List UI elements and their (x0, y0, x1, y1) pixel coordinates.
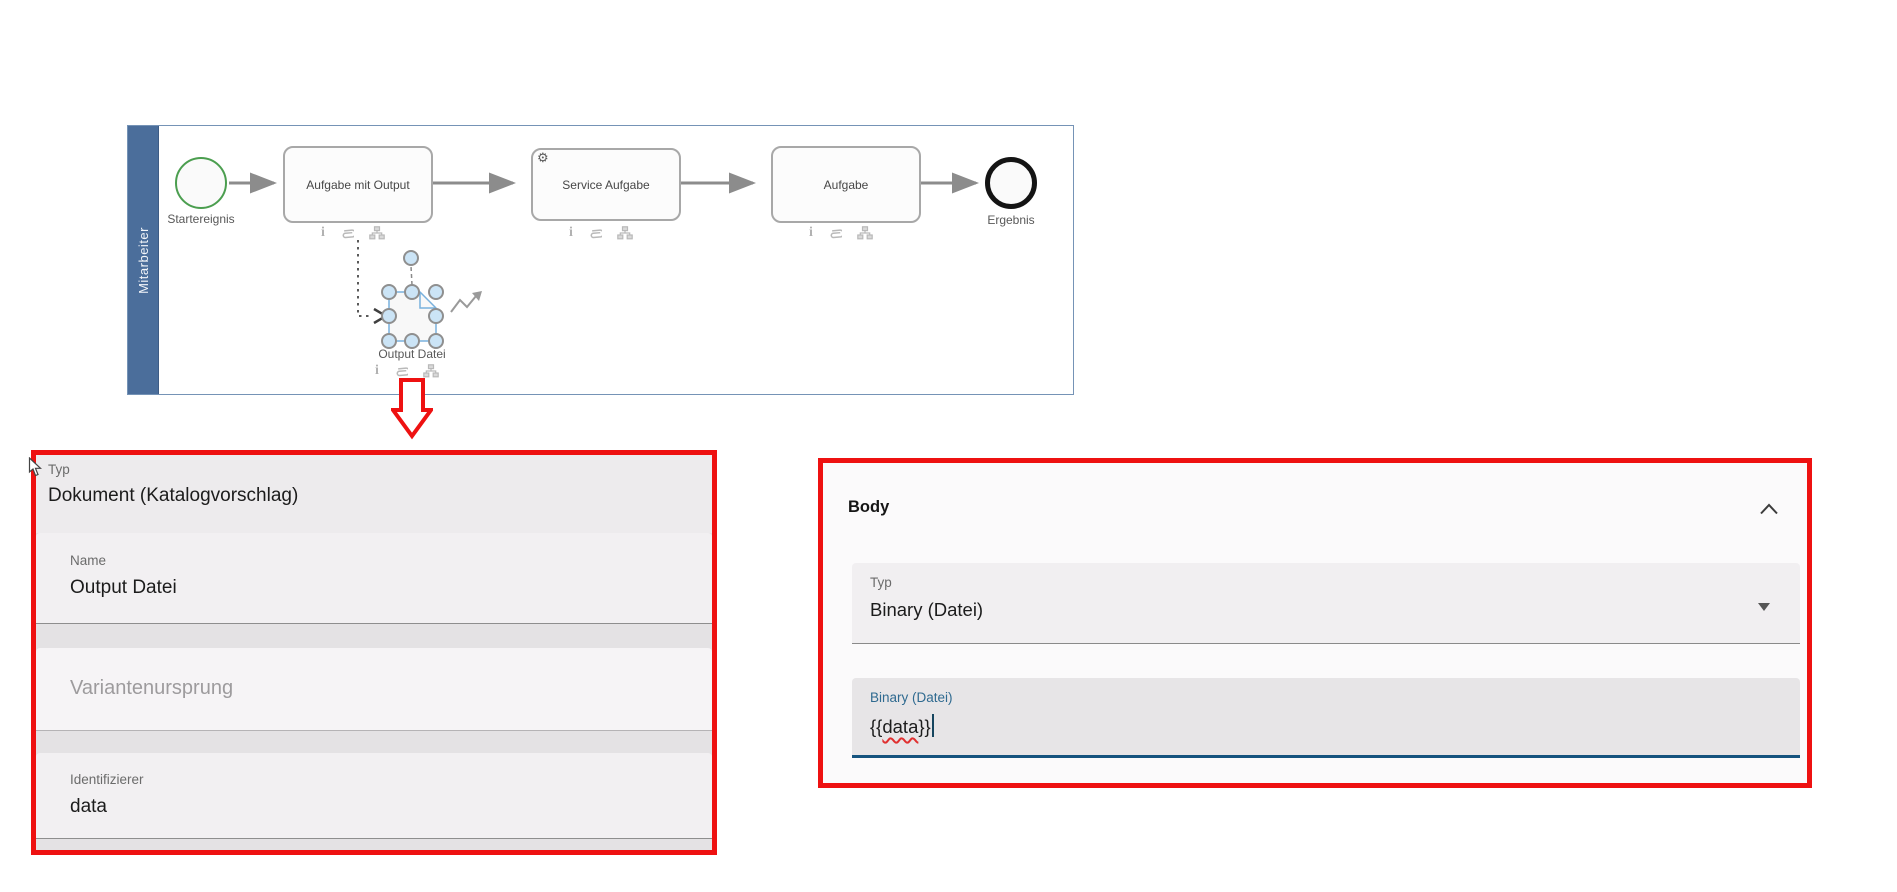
task-aufgabe-mit-output[interactable]: Aufgabe mit Output (283, 146, 433, 223)
task-service-aufgabe[interactable]: Service Aufgabe (531, 148, 681, 221)
attachment-icon (396, 366, 408, 376)
body-typ-value: Binary (Datei) (870, 599, 984, 620)
info-icon: i (809, 225, 813, 240)
selection-handle-floating[interactable] (403, 250, 419, 266)
identifier-field-label: Identifizierer (70, 772, 144, 787)
data-object-label: Output Datei (378, 347, 446, 361)
typ-field-value: Dokument (Katalogvorschlag) (48, 485, 299, 506)
selection-handles[interactable] (381, 250, 444, 349)
selection-handle-w[interactable] (381, 308, 397, 324)
body-section-panel: Body Typ Binary (Datei) Binary (Datei) {… (818, 458, 1812, 788)
attachment-icon (590, 228, 602, 238)
name-field-value: Output Datei (70, 577, 177, 598)
connect-tool-arrowhead (472, 291, 482, 301)
text-caret (931, 714, 934, 737)
end-event[interactable] (985, 157, 1037, 209)
body-section-title: Body (848, 498, 890, 516)
hierarchy-icon (369, 226, 385, 240)
data-association[interactable] (357, 240, 372, 317)
selection-handle-e[interactable] (428, 308, 444, 324)
body-typ-select[interactable]: Typ Binary (Datei) (852, 563, 1800, 644)
start-event-label: Startereignis (167, 212, 235, 226)
misspelled-token: data (882, 716, 919, 737)
variant-origin-field[interactable]: Variantenursprung (36, 648, 712, 731)
body-binary-input[interactable]: Binary (Datei) {{data}} (852, 678, 1800, 758)
red-annotation-arrow (391, 378, 433, 440)
selection-handle-sw[interactable] (381, 333, 397, 349)
selection-handle-se[interactable] (428, 333, 444, 349)
diagram-connectors (229, 172, 979, 349)
label-handle-link (410, 265, 413, 286)
hierarchy-icon (857, 226, 873, 240)
name-field[interactable]: Name Output Datei (36, 533, 712, 624)
dropdown-arrow-icon[interactable] (1758, 603, 1770, 611)
selection-handle-ne[interactable] (428, 284, 444, 300)
attachment-icon (342, 228, 354, 238)
connect-tool-icon[interactable] (450, 295, 477, 313)
start-event[interactable] (175, 157, 227, 209)
task-aufgabe[interactable]: Aufgabe (771, 146, 921, 223)
body-binary-value: {{data}} (870, 714, 934, 738)
selection-handle-n[interactable] (404, 284, 420, 300)
attachment-icon (830, 228, 842, 238)
task-label: Aufgabe (823, 177, 869, 192)
selection-handle-nw[interactable] (381, 284, 397, 300)
body-typ-label: Typ (870, 575, 892, 590)
body-binary-label: Binary (Datei) (870, 690, 953, 705)
task-label: Aufgabe mit Output (306, 177, 410, 192)
data-object-fold (419, 292, 436, 309)
typ-field-label: Typ (48, 462, 70, 477)
task1-badges: i (321, 225, 385, 241)
gear-icon: ⚙ (537, 150, 549, 165)
task-label: Service Aufgabe (562, 177, 650, 192)
end-event-label: Ergebnis (987, 213, 1035, 227)
bpmn-canvas[interactable]: Mitarbeiter (127, 125, 1074, 395)
task2-badges: i (569, 225, 633, 241)
hierarchy-icon (423, 364, 439, 378)
data-object-badges: i (375, 363, 439, 379)
info-icon: i (569, 225, 573, 240)
selection-handle-s[interactable] (404, 333, 420, 349)
hierarchy-icon (617, 226, 633, 240)
identifier-field-value: data (70, 796, 107, 817)
identifier-field[interactable]: Identifizierer data (36, 753, 712, 839)
task3-badges: i (809, 225, 873, 241)
mouse-cursor-icon (28, 457, 42, 477)
info-icon: i (321, 225, 325, 240)
typ-section[interactable]: Typ Dokument (Katalogvorschlag) (36, 455, 712, 533)
variant-origin-placeholder: Variantenursprung (70, 677, 234, 699)
name-field-label: Name (70, 553, 107, 568)
chevron-up-icon[interactable] (1759, 503, 1779, 515)
properties-panel-data-object: Typ Dokument (Katalogvorschlag) Name Out… (31, 450, 717, 855)
lane-mitarbeiter[interactable]: Mitarbeiter (128, 126, 159, 394)
info-icon: i (375, 363, 379, 378)
